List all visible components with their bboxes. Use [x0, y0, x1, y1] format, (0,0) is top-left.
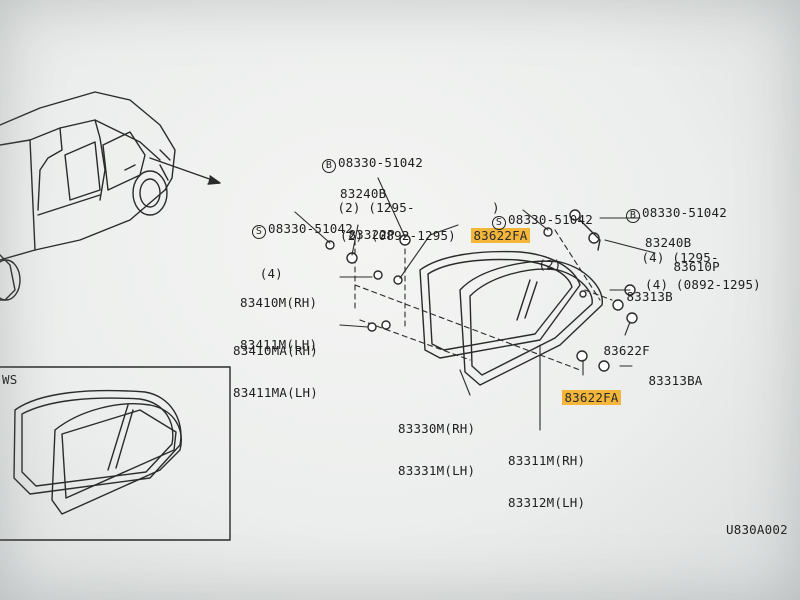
callout-83622f: 83622F: [588, 330, 650, 358]
side-indicator: (RH): [444, 421, 476, 436]
quantity: (4): [645, 277, 669, 292]
bolt-symbol-icon: B: [626, 209, 640, 223]
callout-83313b: 83313B: [611, 276, 673, 304]
screw-symbol-icon: S: [492, 216, 506, 230]
screw-symbol-icon: S: [252, 225, 266, 239]
quantity: (4): [641, 250, 665, 265]
side-indicator: (RH): [286, 295, 318, 310]
diagram-code: U830A002: [726, 522, 788, 537]
part-number: 83240B: [645, 235, 692, 250]
part-number: 83410MA: [233, 343, 288, 358]
side-indicator: (RH): [554, 453, 586, 468]
side-indicator: (LH): [444, 463, 476, 478]
part-number: 83240B: [340, 186, 387, 201]
date-range: (0892-1295): [370, 228, 456, 243]
side-indicator: (RH): [287, 343, 318, 358]
callout-83622fa-bottom: 83622FA: [547, 377, 621, 405]
direction-arrow: [149, 157, 221, 185]
part-number: 08330-51042: [642, 205, 727, 220]
part-number: 83411M: [240, 337, 287, 352]
part-number: 83622F: [603, 343, 650, 358]
side-indicator: (LH): [286, 337, 318, 352]
part-number: 83331M: [398, 463, 445, 478]
part-number: 83411MA: [233, 385, 288, 400]
callout-83410ma: 83410MA(RH) 83411MA(LH): [233, 316, 318, 414]
inset-label: WS: [2, 372, 18, 387]
part-number: 08330-51042: [338, 155, 423, 170]
part-number: 83311M: [508, 453, 555, 468]
part-number: 83313BA: [648, 373, 703, 388]
part-number: 08330-51042: [508, 212, 593, 227]
part-number: 83330M: [398, 421, 445, 436]
date-range: (1295-: [672, 250, 719, 265]
part-number: 83313B: [626, 289, 673, 304]
inset-box: [0, 366, 231, 541]
highlighted-part-number: 83622FA: [562, 390, 621, 405]
callout-83240b-right: 83240B (4) (0892-1295): [645, 208, 761, 306]
side-indicator: (LH): [554, 495, 586, 510]
window-assembly: [325, 209, 638, 386]
part-number: 83322P: [348, 227, 395, 242]
callout-83610p: 83610P: [658, 246, 720, 274]
part-number: 83312M: [508, 495, 555, 510]
part-number: 83610P: [673, 259, 720, 274]
part-number: 83410M: [240, 295, 287, 310]
car-illustration: [0, 91, 176, 301]
callout-83313ba: 83313BA: [633, 360, 703, 388]
quantity: (4): [259, 266, 283, 281]
bolt-symbol-icon: B: [322, 159, 336, 173]
callout-83322p: 83322P: [333, 214, 395, 242]
quantity: (2): [337, 200, 361, 215]
highlighted-part-number: 83622FA: [471, 228, 530, 243]
part-number: 08330-51042: [268, 221, 353, 236]
callout-83330m: 83330M(RH) 83331M(LH): [398, 394, 475, 492]
quantity: (2): [340, 228, 364, 243]
date-range: (0892-1295): [675, 277, 761, 292]
callout-83410m: 83410M(RH) 83411M(LH): [240, 268, 317, 366]
date-range: (1295- ): [368, 200, 500, 215]
callout-83622fa-top: 83622FA: [456, 215, 530, 243]
callout-83240b-left: 83240B (2) (0892-1295): [340, 159, 456, 257]
callout-83311m: 83311M(RH) 83312M(LH): [508, 426, 585, 524]
leader-lines: [294, 177, 656, 431]
quantity: (2): [538, 257, 562, 272]
side-indicator: (LH): [287, 385, 318, 400]
